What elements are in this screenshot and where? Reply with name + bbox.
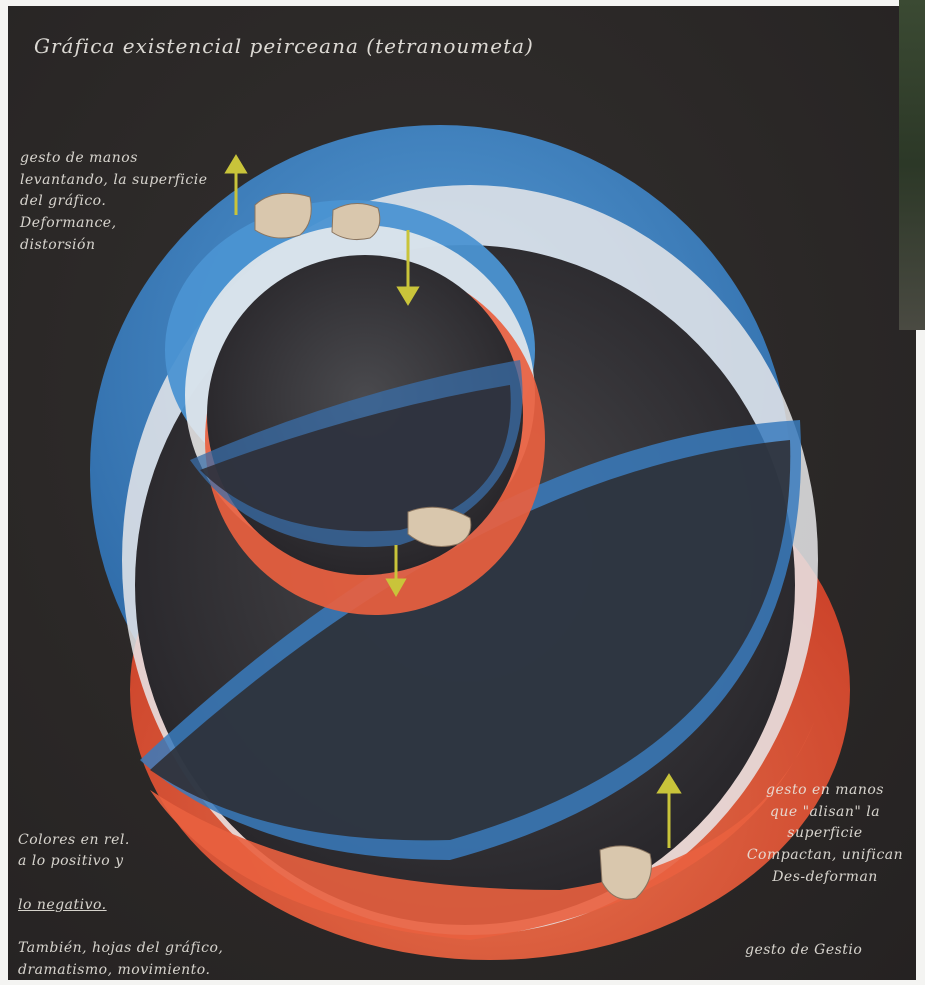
note-bottom-left: Colores en rel. a lo positivo y lo negat… xyxy=(18,808,278,1003)
drawing-title: Gráfica existencial peirceana (tetranoum… xyxy=(34,34,534,58)
note-footer: gesto de Gestio xyxy=(745,940,895,962)
note-bottom-left-line2: lo negativo. xyxy=(18,895,278,917)
note-bottom-left-line3: También, hojas del gráfico, dramatismo, … xyxy=(18,938,278,981)
note-bottom-left-line1: Colores en rel. a lo positivo y xyxy=(18,830,278,873)
note-bottom-right: gesto en manos que "alisan" la superfici… xyxy=(740,780,910,888)
note-top-left: gesto de manos levantando, la superficie… xyxy=(20,148,230,256)
